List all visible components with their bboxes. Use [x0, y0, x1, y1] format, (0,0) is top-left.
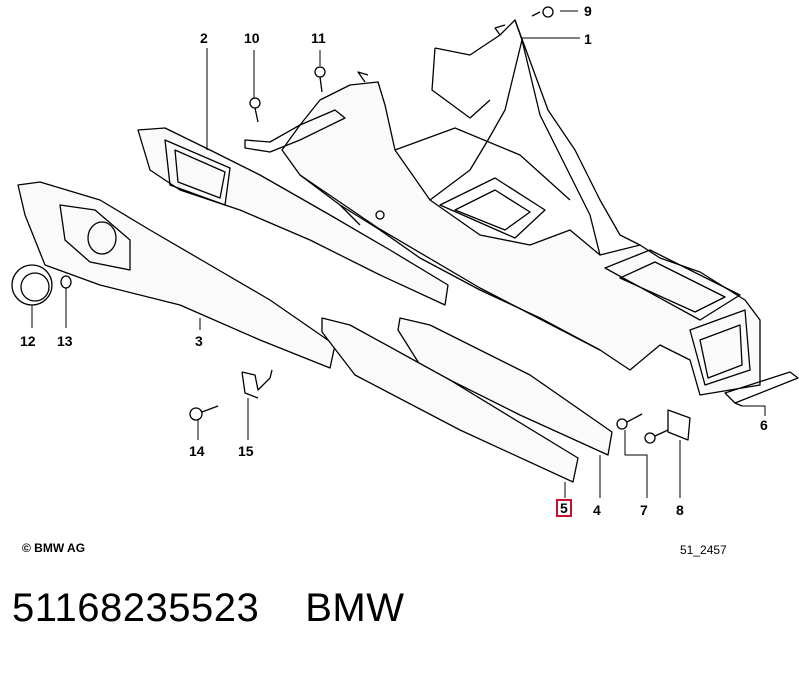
callout-6: 6 [760, 417, 768, 433]
part-bracket-6 [724, 371, 799, 407]
part-speaker-grille [11, 264, 53, 306]
part-trim-strip-5 [321, 317, 579, 483]
bracket-15 [241, 369, 273, 399]
copyright-notice: © BMW AG [22, 541, 86, 555]
screw-9 [531, 6, 554, 18]
callout-8: 8 [676, 502, 684, 518]
leader-lines [31, 10, 766, 498]
callout-15: 15 [238, 443, 254, 459]
callout-11: 11 [311, 30, 326, 46]
callout-12: 12 [20, 333, 36, 349]
screw-11 [314, 66, 326, 93]
callout-5-highlighted: 5 [556, 499, 572, 517]
part-clip-8 [667, 409, 691, 441]
callout-7: 7 [640, 502, 648, 518]
callout-4: 4 [593, 502, 601, 518]
callout-14: 14 [189, 443, 205, 459]
callout-2: 2 [200, 30, 208, 46]
callout-10: 10 [244, 30, 260, 46]
callout-1: 1 [584, 31, 592, 47]
brand-name: BMW [305, 586, 405, 630]
caption: 51168235523 BMW [12, 586, 405, 631]
part-center-console [244, 19, 761, 396]
part-number: 51168235523 [12, 586, 260, 630]
part-trim-strip-4 [397, 317, 613, 456]
callout-13: 13 [57, 333, 73, 349]
screw-7a [616, 413, 643, 430]
screw-14 [189, 405, 219, 421]
callout-9: 9 [584, 3, 592, 19]
callout-3: 3 [195, 333, 203, 349]
part-washer [60, 275, 72, 289]
part-upper-side-trim [137, 127, 449, 306]
screw-10 [249, 97, 261, 123]
part-lower-side-trim [17, 181, 336, 369]
screw-7b [644, 429, 669, 444]
diagram-code: 51_2457 [680, 543, 727, 557]
